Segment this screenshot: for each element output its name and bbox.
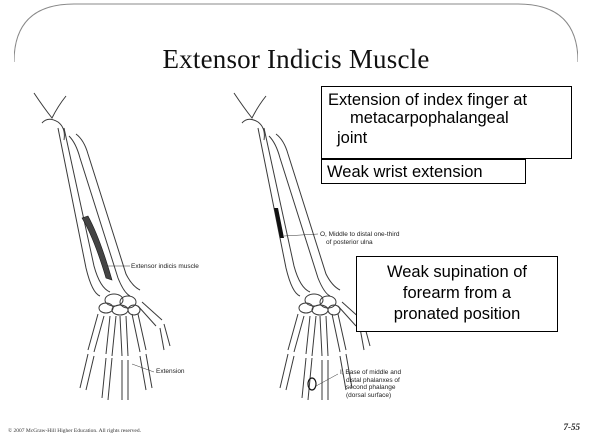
insertion-label-line-4: (dorsal surface) [340, 392, 401, 400]
left-arm-illustration [14, 88, 174, 408]
action-supination-line-1: Weak supination of [357, 261, 557, 283]
muscle-label: Extensor indicis muscle [131, 263, 199, 271]
action-box-supination: Weak supination of forearm from a pronat… [356, 256, 558, 332]
slide-title: Extensor Indicis Muscle [0, 44, 592, 75]
action-supination-line-3: pronated position [357, 303, 557, 325]
action-index-line-3: joint [337, 129, 367, 147]
copyright-footer: © 2007 McGraw-Hill Higher Education. All… [8, 428, 141, 434]
origin-label-line-1: O, Middle to distal one-third [320, 231, 399, 239]
insertion-label-line-2: distal phalanxes of [340, 377, 401, 385]
insertion-label: I, Base of middle and distal phalanxes o… [340, 369, 401, 399]
origin-label: O, Middle to distal one-third of posteri… [320, 231, 399, 246]
action-index-line-1: Extension of index finger at [328, 91, 527, 109]
insertion-label-line-3: second phalange [340, 384, 401, 392]
movement-label: Extension [156, 368, 185, 376]
action-index-line-2: metacarpophalangeal [350, 109, 509, 127]
insertion-label-line-1: I, Base of middle and [340, 369, 401, 377]
origin-label-line-2: of posterior ulna [320, 239, 399, 247]
slide-number: 7-55 [564, 422, 581, 432]
action-box-wrist-extension: Weak wrist extension [321, 159, 526, 184]
action-box-index-extension: Extension of index finger at metacarpoph… [321, 86, 572, 159]
action-supination-line-2: forearm from a [357, 283, 557, 303]
